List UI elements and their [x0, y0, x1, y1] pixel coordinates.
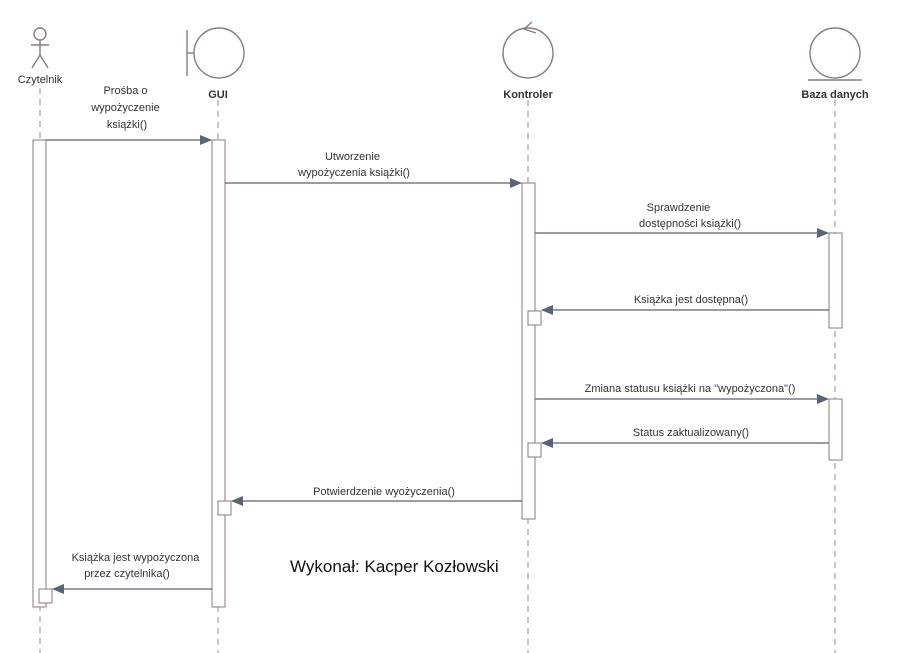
- message-label-4: Książka jest dostępna(): [634, 294, 748, 306]
- message-label-5: Zmiana statusu książki na "wypożyczona"(…: [585, 383, 796, 395]
- participant-gui-label: GUI: [208, 89, 228, 101]
- message-label-3: Sprawdzenie dostępności książki(): [639, 202, 741, 230]
- message-label-1: Prośba o wypożyczenie książki(): [90, 85, 163, 131]
- activation-kontroler: [521, 182, 536, 520]
- actor-icon: [31, 27, 49, 69]
- return-box-gui: [217, 500, 232, 516]
- control-icon: [502, 21, 554, 79]
- participant-czytelnik-label: Czytelnik: [18, 74, 63, 86]
- activation-baza-1: [828, 232, 843, 329]
- activation-gui: [211, 139, 226, 608]
- return-box-kontroler-2: [527, 442, 542, 458]
- return-box-kontroler-1: [527, 310, 542, 326]
- boundary-icon: [186, 27, 245, 79]
- activation-baza-2: [828, 398, 843, 461]
- participant-baza-label: Baza danych: [801, 89, 869, 101]
- message-label-7: Potwierdzenie wyożyczenia(): [313, 486, 455, 498]
- message-label-6: Status zaktualizowany(): [633, 427, 749, 439]
- return-box-czytelnik: [38, 588, 53, 604]
- activation-czytelnik: [32, 139, 47, 608]
- author-credit: Wykonał: Kacper Kozłowski: [290, 557, 499, 576]
- message-label-2: Utworzenie wypożyczenia książki(): [297, 151, 410, 179]
- message-label-8: Książka jest wypożyczona przez czytelnik…: [72, 552, 203, 580]
- participant-kontroler-label: Kontroler: [503, 89, 553, 101]
- entity-icon: [808, 27, 862, 81]
